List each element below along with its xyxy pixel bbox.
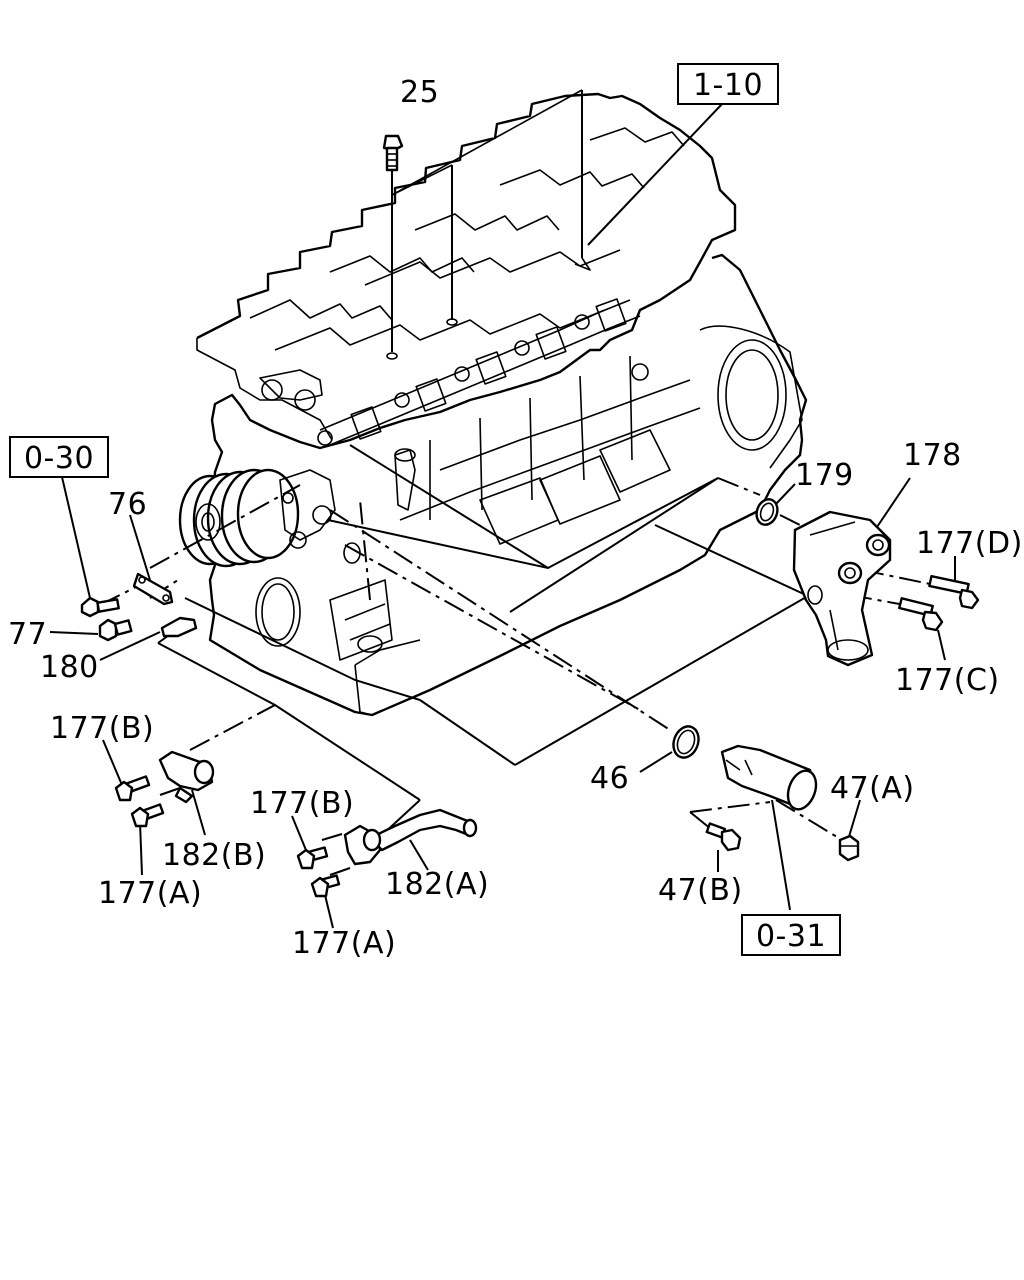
label-47b: 47(B) [658, 873, 743, 908]
stud-bolts [386, 89, 591, 360]
bolt-47a-icon [838, 834, 860, 862]
bolt-177d-icon [928, 574, 980, 610]
label-76: 76 [108, 487, 147, 522]
label-177b-mid: 177(B) [250, 786, 354, 821]
label-182b: 182(B) [162, 838, 266, 873]
ref-box-0-30[interactable]: 0-30 [9, 436, 109, 478]
label-177d: 177(D) [916, 526, 1023, 561]
label-25: 25 [400, 75, 439, 110]
ref-label-0-31: 0-31 [756, 919, 826, 954]
label-177a-left: 177(A) [98, 876, 202, 911]
plate-76-icon [132, 572, 174, 606]
pipe-182a-icon [296, 808, 478, 898]
bolt-47b-icon [705, 822, 742, 852]
ref-label-1-10: 1-10 [693, 68, 763, 103]
bolt-77-icon [98, 618, 133, 642]
label-46: 46 [590, 761, 629, 796]
label-180: 180 [40, 650, 99, 685]
water-pipe-0-31-icon [720, 744, 818, 811]
sensor-bracket-182b-icon [114, 750, 215, 828]
ref-box-0-31[interactable]: 0-31 [741, 914, 841, 956]
label-77: 77 [8, 617, 47, 652]
label-178: 178 [903, 438, 962, 473]
label-179: 179 [795, 458, 854, 493]
label-182a: 182(A) [385, 867, 489, 902]
bolt-0-30-icon [80, 596, 120, 618]
ref-box-1-10[interactable]: 1-10 [677, 63, 779, 105]
engine-block [178, 92, 808, 717]
gasket-180-icon [160, 616, 198, 638]
label-177b-left: 177(B) [50, 711, 154, 746]
bolt-177c-icon [898, 597, 944, 632]
label-177c: 177(C) [895, 663, 1000, 698]
ref-label-0-30: 0-30 [24, 441, 94, 476]
o-ring-179-icon [755, 498, 779, 526]
label-177a-mid: 177(A) [292, 926, 396, 961]
bolt-25-icon [382, 134, 404, 172]
thermostat-housing-178-icon [792, 510, 892, 667]
label-47a: 47(A) [830, 771, 915, 806]
o-ring-46-icon [672, 725, 700, 759]
callout-labels: 1-10 0-30 0-31 25 76 77 180 179 178 177(… [8, 63, 1023, 961]
